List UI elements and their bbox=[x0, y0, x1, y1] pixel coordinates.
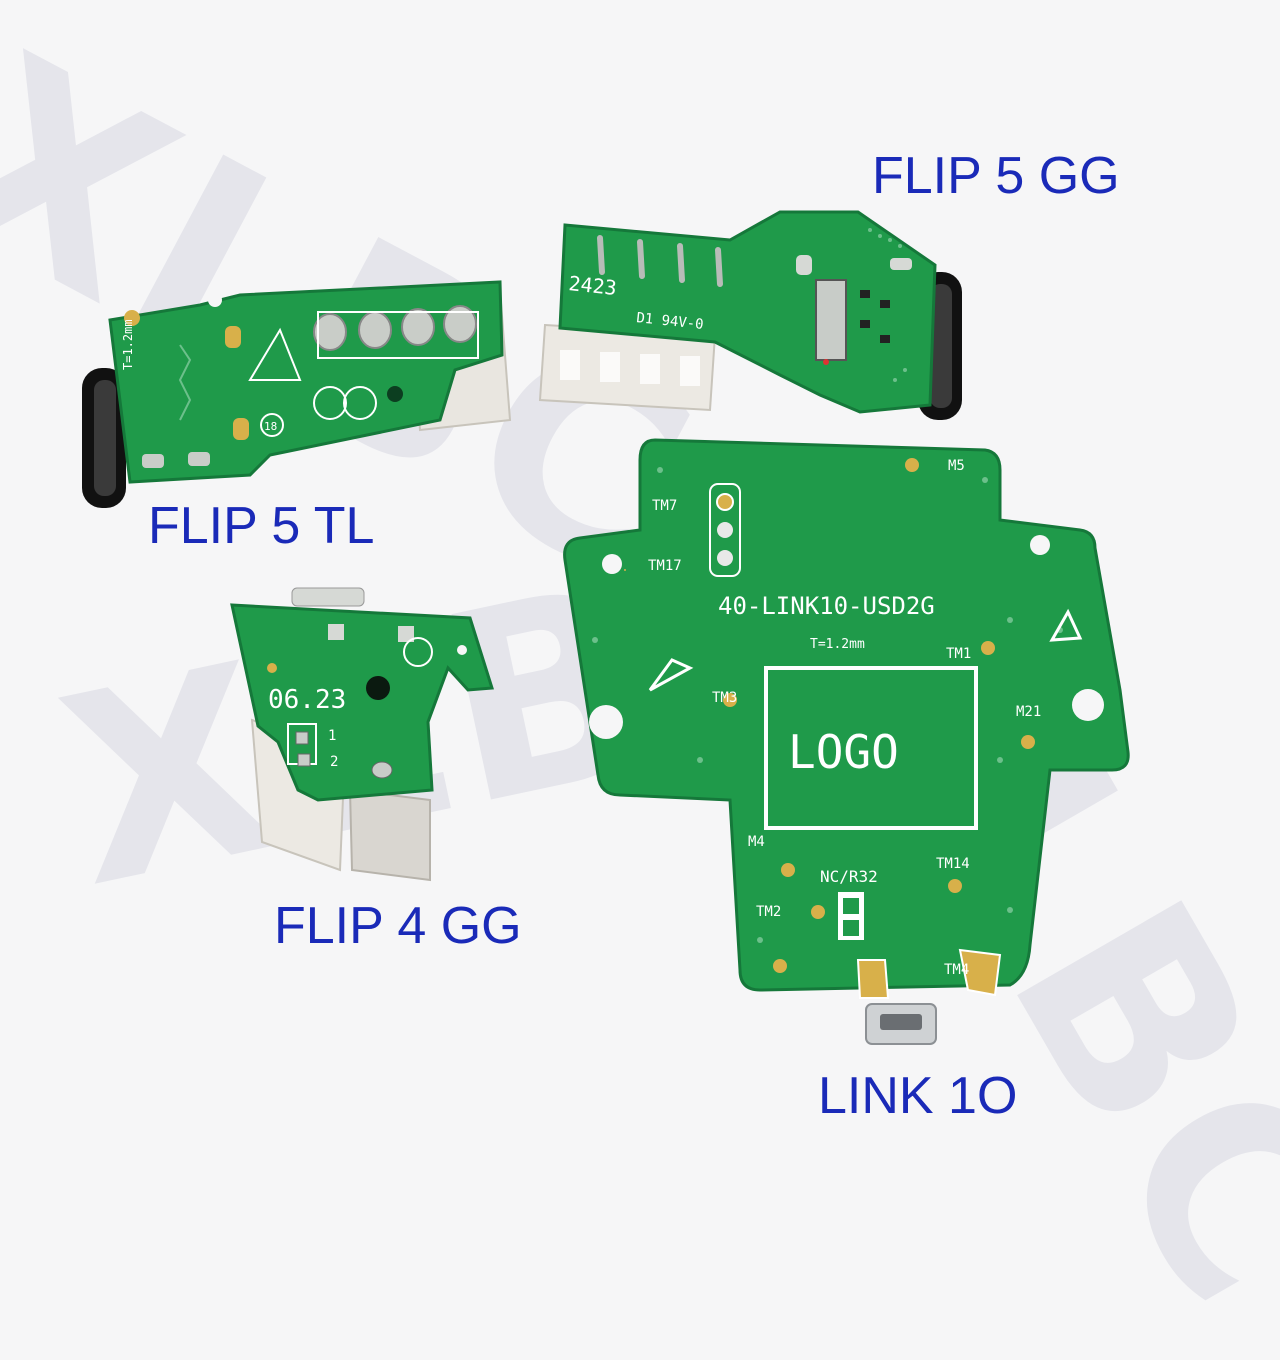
link10-m21-text: M21 bbox=[1016, 704, 1041, 720]
link10-hole-right bbox=[1072, 689, 1104, 721]
link10-nc-text: NC/R32 bbox=[820, 867, 878, 886]
label-flip5tl: FLIP 5 TL bbox=[148, 497, 375, 555]
flip5gg-rating-text: D1 94V-0 bbox=[636, 310, 705, 333]
flip5gg-pcb bbox=[558, 210, 937, 414]
board-flip4gg: 06.23 1 2 bbox=[230, 587, 494, 882]
link10-part-text: 40-LINK10-USD2G bbox=[718, 592, 935, 620]
flip4gg-pcb bbox=[230, 603, 494, 802]
label-link10: LINK 1O bbox=[818, 1067, 1018, 1125]
link10-tm7-text: TM7 bbox=[652, 498, 677, 514]
link10-m5-text: M5 bbox=[948, 458, 965, 474]
flip4gg-hole bbox=[366, 676, 390, 700]
flip4gg-date-text: 06.23 bbox=[268, 685, 346, 715]
link10-tm3-text: TM3 bbox=[712, 690, 737, 706]
link10-tm14-text: TM14 bbox=[936, 856, 970, 872]
flip5tl-18-text: 18 bbox=[264, 420, 277, 433]
link10-tm2-text: TM2 bbox=[756, 904, 781, 920]
label-flip5gg: FLIP 5 GG bbox=[872, 147, 1120, 205]
link10-hole-left bbox=[589, 705, 623, 739]
flip5tl-thickness-text: T=1.2mm bbox=[121, 319, 135, 370]
link10-thickness-text: T=1.2mm bbox=[810, 637, 865, 652]
link10-tm17-text: TM17 bbox=[648, 558, 682, 574]
link10-logo-text: LOGO bbox=[788, 725, 899, 779]
label-flip4gg: FLIP 4 GG bbox=[274, 897, 522, 955]
link10-tm4-text: TM4 bbox=[944, 962, 969, 978]
link10-pcb bbox=[563, 438, 1130, 992]
pcb-boards-illustration: T=1.2mm 18 bbox=[82, 210, 1130, 1045]
flip4gg-pin2-text: 2 bbox=[330, 754, 338, 770]
link10-logo-box bbox=[764, 666, 978, 830]
link10-tm1-text: TM1 bbox=[946, 646, 971, 662]
link10-m4-text: M4 bbox=[748, 834, 765, 850]
board-link10: LOGO 40-LINK10-USD2G T=1.2mm M5 TM7 TM17… bbox=[563, 438, 1130, 1045]
flip5gg-code-text: 2423 bbox=[567, 271, 617, 300]
board-flip5gg: 2423 D1 94V-0 bbox=[538, 210, 962, 420]
board-flip5tl: T=1.2mm 18 bbox=[82, 280, 512, 508]
flip5gg-chip bbox=[815, 279, 847, 361]
flip4gg-pin1-text: 1 bbox=[328, 728, 336, 744]
